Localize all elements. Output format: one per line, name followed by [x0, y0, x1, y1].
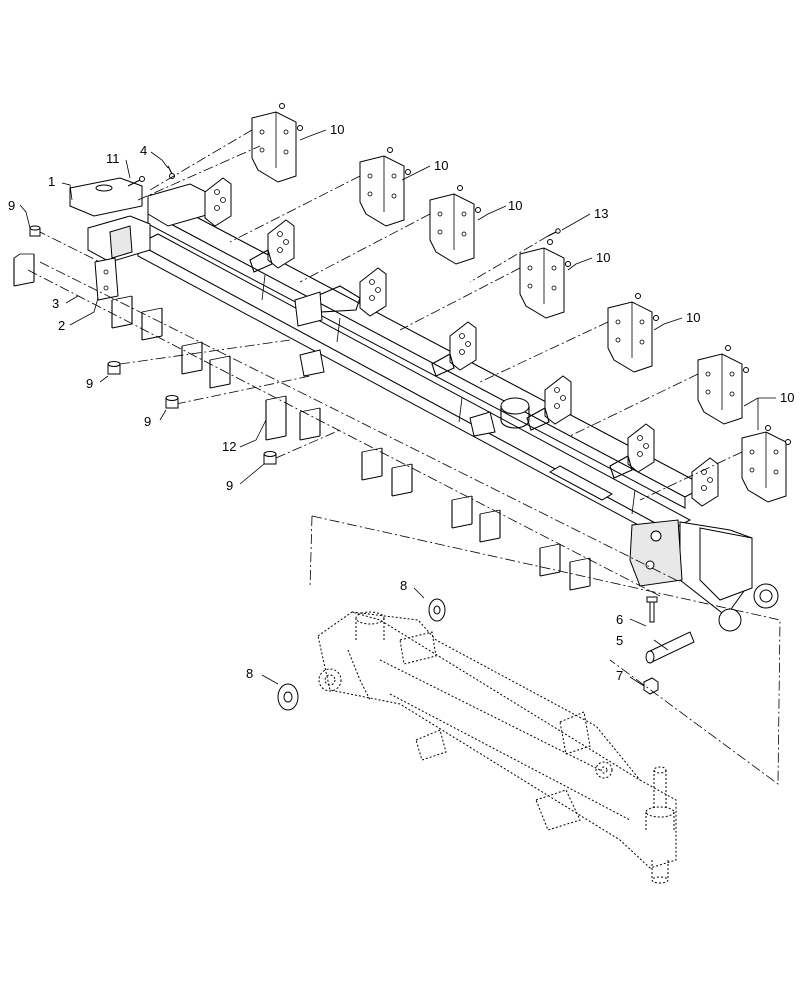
callout-9-a: 9	[8, 198, 15, 213]
callout-3: 3	[52, 296, 59, 311]
callout-10-e: 10	[686, 310, 700, 325]
callout-4: 4	[140, 143, 147, 158]
callout-13: 13	[594, 206, 608, 221]
alignment-lines	[27, 129, 743, 597]
washers	[277, 598, 446, 711]
callout-10-d: 10	[596, 250, 610, 265]
row-unit-mount-plates	[204, 177, 719, 507]
u-bolts	[13, 253, 591, 591]
callout-2: 2	[58, 318, 65, 333]
callout-8-upper: 8	[400, 578, 407, 593]
callout-10-a: 10	[330, 122, 344, 137]
callout-7: 7	[616, 668, 623, 683]
callout-10-b: 10	[434, 158, 448, 173]
callout-12: 12	[222, 439, 236, 454]
callout-8-lower: 8	[246, 666, 253, 681]
pivot-detail-frame	[309, 515, 781, 785]
hitch-end-weldment	[629, 519, 779, 632]
callout-10-f: 10	[780, 390, 794, 405]
toolbar-beam	[136, 201, 707, 543]
bushings	[29, 225, 277, 465]
callout-9-b: 9	[86, 376, 93, 391]
callout-6: 6	[616, 612, 623, 627]
callout-10-c: 10	[508, 198, 522, 213]
pivot-pin-hardware	[643, 596, 695, 695]
callout-1: 1	[48, 174, 55, 189]
callout-11: 11	[106, 151, 120, 166]
callout-5: 5	[616, 633, 623, 648]
callout-labels: 1 2 3 4 5 6 7 8 8 9 9 9 9 10 10 10 10 10…	[8, 122, 794, 683]
left-end-brackets	[69, 177, 211, 301]
callout-9-c: 9	[144, 414, 151, 429]
pivot-arm-assembly	[317, 611, 677, 884]
leader-lines	[19, 129, 776, 687]
callout-9-d: 9	[226, 478, 233, 493]
bracket-parts-10	[127, 103, 791, 503]
